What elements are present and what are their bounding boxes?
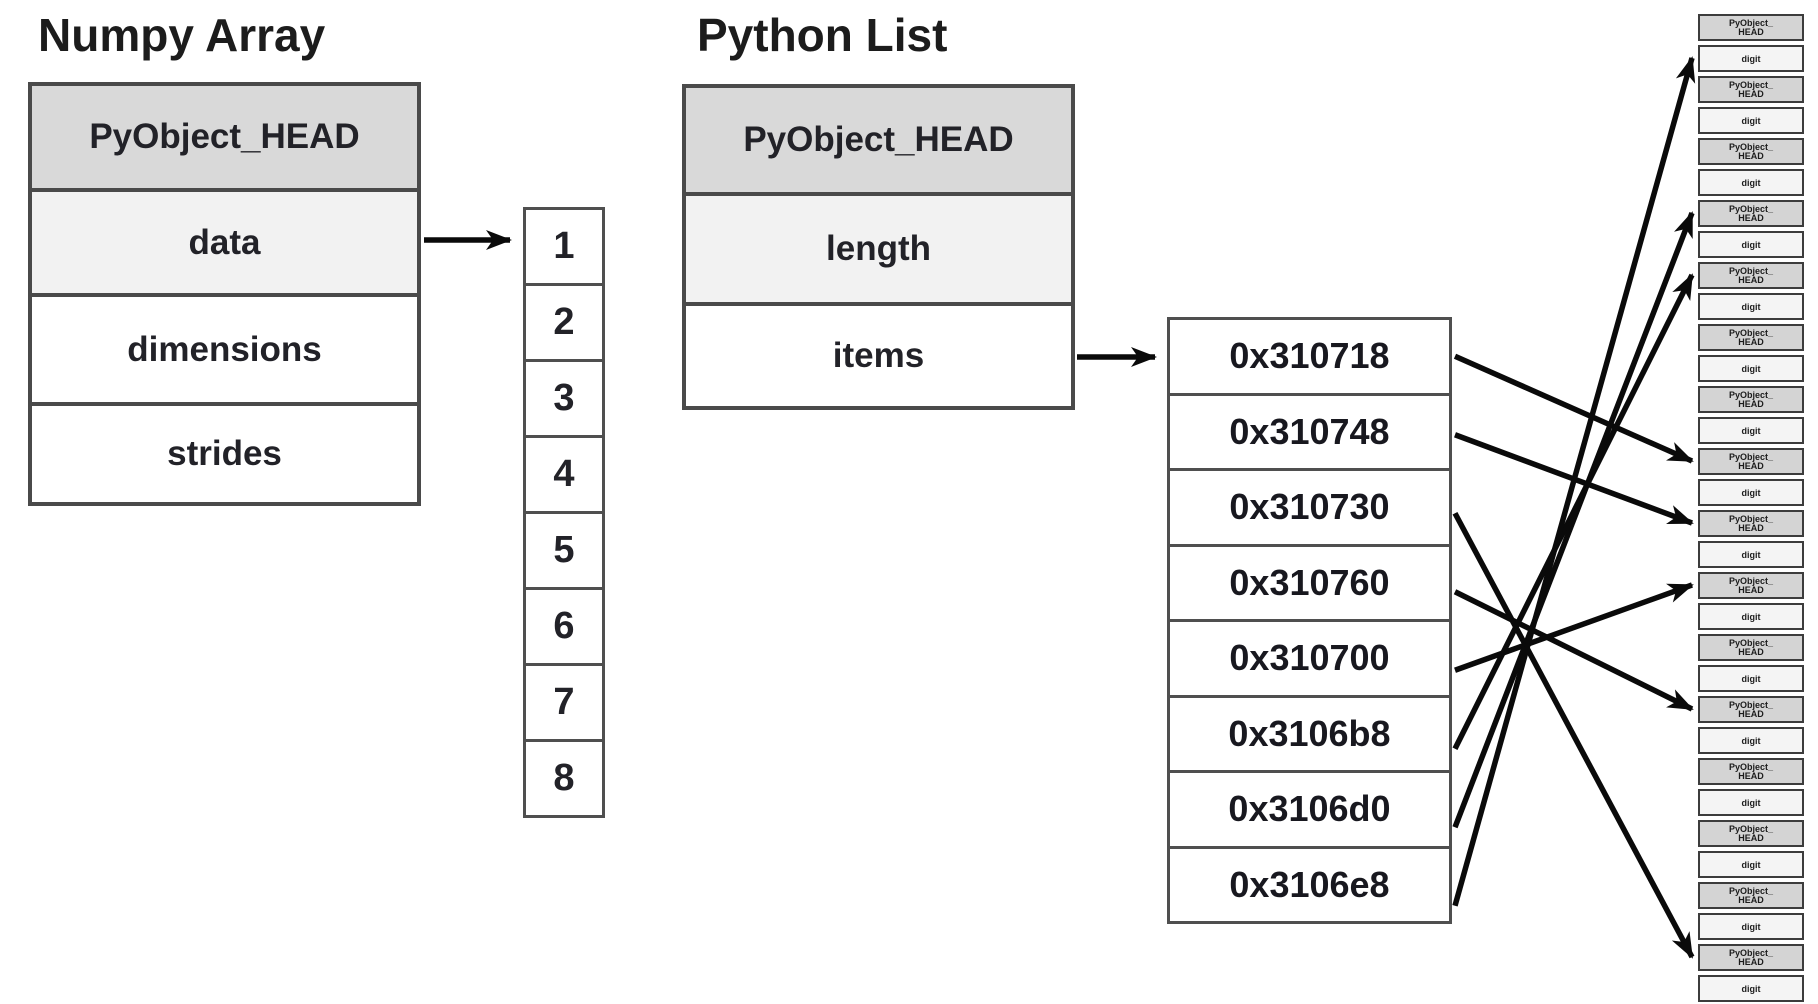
pointer-cell: 0x310760 xyxy=(1167,543,1452,622)
memory-object-head-cell: PyObject_HEAD xyxy=(1698,758,1804,785)
memory-object-digit-cell: digit xyxy=(1698,851,1804,878)
memory-object-head-cell: PyObject_HEAD xyxy=(1698,76,1804,103)
buffer-cell: 8 xyxy=(523,739,605,818)
numpy-struct-box: PyObject_HEAD data dimensions strides xyxy=(28,82,421,506)
pointer-cell: 0x3106b8 xyxy=(1167,694,1452,773)
numpy-row-data: data xyxy=(32,192,417,297)
buffer-cell: 4 xyxy=(523,435,605,514)
pointer-cell: 0x310700 xyxy=(1167,619,1452,698)
pointer-arrow xyxy=(1453,353,1694,464)
memory-object-head-cell: PyObject_HEAD xyxy=(1698,262,1804,289)
pointer-cell: 0x310730 xyxy=(1167,468,1452,547)
buffer-cell: 6 xyxy=(523,587,605,666)
list-row-length: length xyxy=(686,196,1071,306)
memory-object-digit-cell: digit xyxy=(1698,727,1804,754)
memory-object-digit-cell: digit xyxy=(1698,107,1804,134)
memory-object-digit-cell: digit xyxy=(1698,789,1804,816)
memory-object-digit-cell: digit xyxy=(1698,355,1804,382)
python-list-title: Python List xyxy=(697,9,948,61)
pointer-arrow xyxy=(1452,211,1695,829)
list-row-items: items xyxy=(686,306,1071,406)
memory-object-digit-cell: digit xyxy=(1698,231,1804,258)
pointer-arrow xyxy=(1452,273,1695,750)
buffer-cell: 7 xyxy=(523,663,605,742)
memory-object-head-cell: PyObject_HEAD xyxy=(1698,448,1804,475)
memory-object-digit-cell: digit xyxy=(1698,479,1804,506)
numpy-array-title: Numpy Array xyxy=(38,9,326,61)
pointer-cell: 0x310718 xyxy=(1167,317,1452,396)
memory-object-digit-cell: digit xyxy=(1698,293,1804,320)
pointer-arrow xyxy=(1454,432,1694,526)
memory-object-digit-cell: digit xyxy=(1698,975,1804,1002)
memory-object-head-cell: PyObject_HEAD xyxy=(1698,386,1804,413)
buffer-cell: 1 xyxy=(523,207,605,286)
pointer-cell: 0x310748 xyxy=(1167,392,1452,471)
buffer-cell: 2 xyxy=(523,283,605,362)
numpy-row-pyobject-head: PyObject_HEAD xyxy=(32,86,417,192)
memory-object-digit-cell: digit xyxy=(1698,913,1804,940)
pointer-arrow xyxy=(1452,56,1696,907)
memory-object-head-cell: PyObject_HEAD xyxy=(1698,696,1804,723)
memory-object-digit-cell: digit xyxy=(1698,45,1804,72)
memory-object-digit-cell: digit xyxy=(1698,417,1804,444)
memory-object-head-cell: PyObject_HEAD xyxy=(1698,944,1804,971)
memory-object-head-cell: PyObject_HEAD xyxy=(1698,14,1804,41)
pointer-arrow xyxy=(1454,582,1694,673)
memory-object-head-cell: PyObject_HEAD xyxy=(1698,510,1804,537)
pointer-cell: 0x3106d0 xyxy=(1167,770,1452,849)
pointer-cell: 0x3106e8 xyxy=(1167,845,1452,924)
memory-object-head-cell: PyObject_HEAD xyxy=(1698,820,1804,847)
pointer-arrow xyxy=(1453,589,1694,712)
python-list-struct-box: PyObject_HEAD length items xyxy=(682,84,1075,410)
memory-object-digit-cell: digit xyxy=(1698,541,1804,568)
buffer-cell: 5 xyxy=(523,511,605,590)
buffer-cell: 3 xyxy=(523,359,605,438)
memory-object-head-cell: PyObject_HEAD xyxy=(1698,200,1804,227)
memory-object-head-cell: PyObject_HEAD xyxy=(1698,572,1804,599)
memory-object-head-cell: PyObject_HEAD xyxy=(1698,324,1804,351)
pointer-arrow xyxy=(1452,511,1695,959)
memory-object-digit-cell: digit xyxy=(1698,603,1804,630)
memory-object-digit-cell: digit xyxy=(1698,169,1804,196)
memory-object-head-cell: PyObject_HEAD xyxy=(1698,634,1804,661)
memory-object-digit-cell: digit xyxy=(1698,665,1804,692)
memory-object-head-cell: PyObject_HEAD xyxy=(1698,882,1804,909)
numpy-row-strides: strides xyxy=(32,406,417,502)
list-row-pyobject-head: PyObject_HEAD xyxy=(686,88,1071,196)
memory-object-head-cell: PyObject_HEAD xyxy=(1698,138,1804,165)
numpy-row-dimensions: dimensions xyxy=(32,297,417,406)
